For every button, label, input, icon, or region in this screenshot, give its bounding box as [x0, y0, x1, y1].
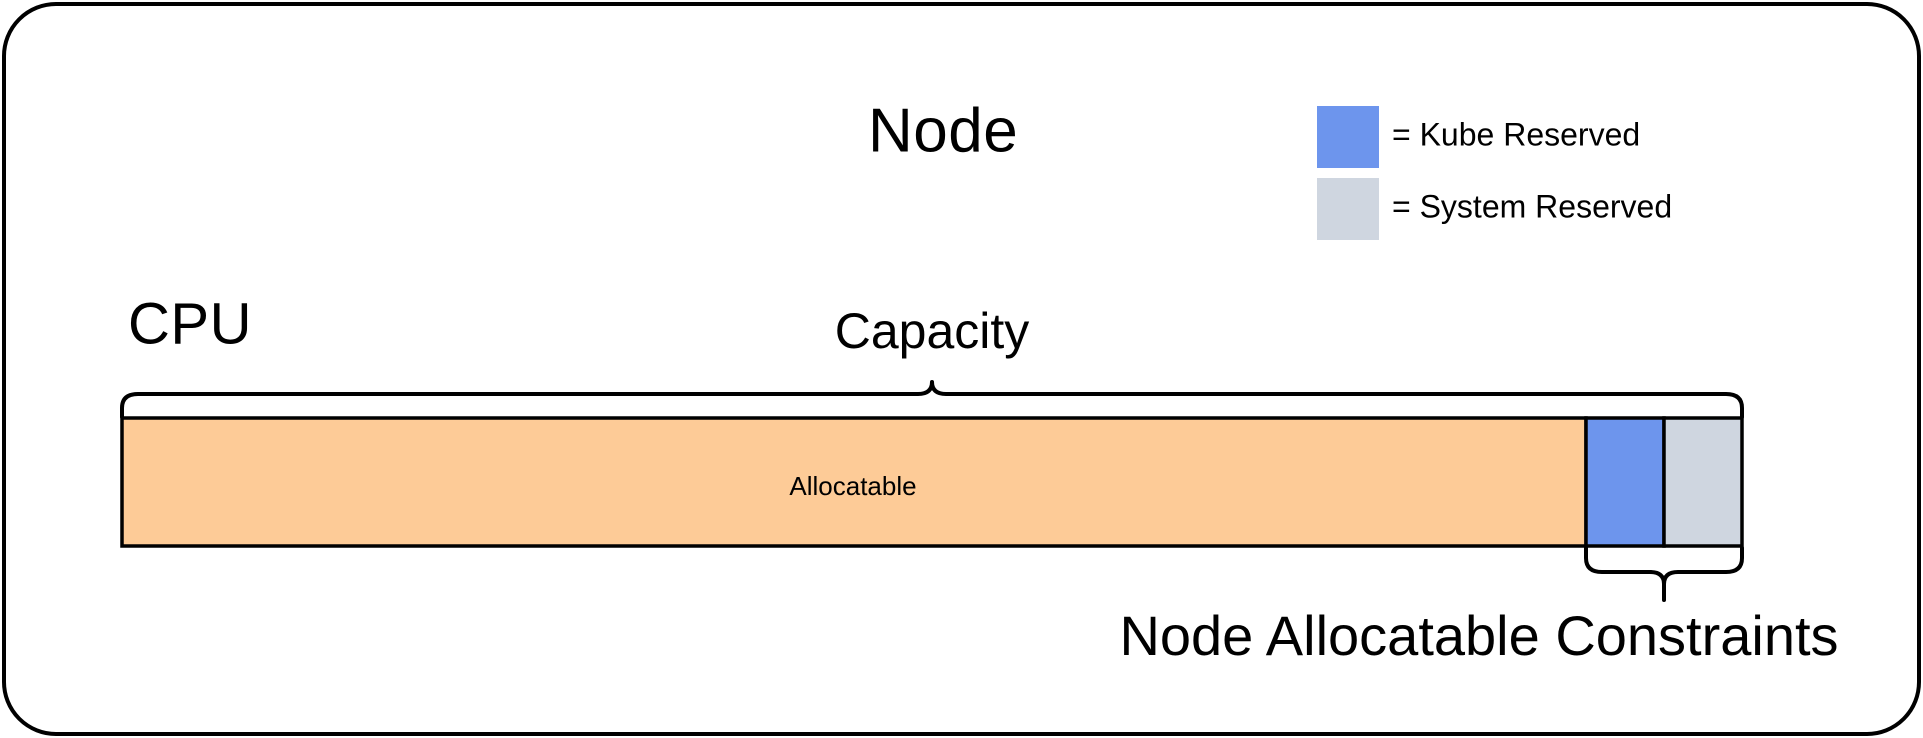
bar-segment-system-reserved [1662, 416, 1744, 548]
kube-reserved-swatch [1317, 106, 1379, 168]
bar-segment-allocatable [120, 416, 1588, 548]
capacity-label: Capacity [835, 303, 1030, 359]
page-title: Node [868, 96, 1018, 165]
legend: = Kube Reserved = System Reserved [1317, 106, 1672, 240]
legend-item-kube-reserved: = Kube Reserved [1317, 106, 1640, 168]
allocatable-label: Allocatable [789, 471, 916, 501]
legend-label-system-reserved: = System Reserved [1392, 188, 1672, 224]
constraints-label: Node Allocatable Constraints [1119, 604, 1838, 667]
resource-label: CPU [128, 291, 252, 356]
capacity-brace [120, 380, 1744, 419]
system-reserved-swatch [1317, 178, 1379, 240]
legend-label-kube-reserved: = Kube Reserved [1392, 116, 1640, 152]
legend-item-system-reserved: = System Reserved [1317, 178, 1672, 240]
node-allocatable-constraints-brace [1584, 546, 1744, 602]
bar-segment-kube-reserved [1584, 416, 1666, 548]
